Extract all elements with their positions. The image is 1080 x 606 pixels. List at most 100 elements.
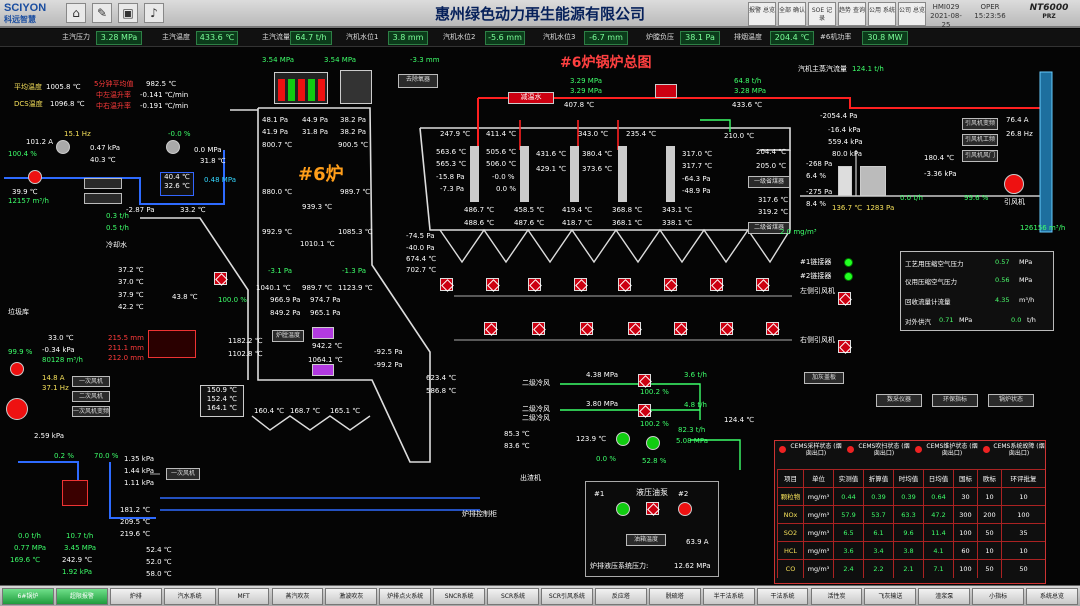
nav-button[interactable]: 干法系统: [756, 588, 809, 605]
conveyor-valve-6[interactable]: [720, 322, 733, 335]
feeder-valve[interactable]: [214, 272, 227, 285]
add-ash-btn[interactable]: 加灰盖板: [804, 372, 844, 384]
econ1-btn[interactable]: 一级省煤器: [748, 176, 790, 188]
conveyor-valve-3[interactable]: [580, 322, 593, 335]
furnace-view-btn[interactable]: 炉膛温度: [272, 330, 304, 342]
air-preheater[interactable]: [62, 480, 88, 506]
public-system-button[interactable]: 公用 系统: [868, 2, 896, 26]
ft-11: 992.9 ℃: [262, 228, 293, 236]
nav-button[interactable]: 炉排点火系统: [379, 588, 432, 605]
primary-fan-icon[interactable]: [28, 170, 42, 184]
nav-button[interactable]: 6#锅炉: [2, 588, 54, 605]
trend-button[interactable]: 趋势 查询: [838, 2, 866, 26]
nav-button[interactable]: 炉排: [109, 588, 162, 605]
hopper-valve-8[interactable]: [756, 278, 769, 291]
nav-button[interactable]: 脱硫塔: [648, 588, 701, 605]
boiler-status-btn[interactable]: 锅炉状态: [988, 394, 1034, 407]
conveyor-valve-5[interactable]: [674, 322, 687, 335]
hp-pump-icon[interactable]: [616, 432, 630, 446]
hopper-valve-7[interactable]: [710, 278, 723, 291]
nav-button[interactable]: 汽水系统: [163, 588, 216, 605]
conveyor-valve-7[interactable]: [766, 322, 779, 335]
tools-icon[interactable]: ✎: [92, 3, 112, 23]
nav-button[interactable]: SCR引风系统: [541, 588, 593, 605]
nav-button[interactable]: SCR系统: [487, 588, 539, 605]
data-acq-btn[interactable]: 数采仪器: [876, 394, 922, 407]
pusher-p20: 3.45 MPa: [64, 544, 97, 552]
conveyor-valve-2[interactable]: [532, 322, 545, 335]
pusher-btn-1[interactable]: [84, 178, 122, 189]
nav-button[interactable]: 反应塔: [594, 588, 647, 605]
hyd-valve-icon[interactable]: [646, 502, 659, 515]
air-a16: 0.3 t/h: [106, 212, 129, 220]
sciyon-logo: SCIYON 科远智慧: [4, 2, 60, 26]
nav-button[interactable]: MFT: [217, 588, 270, 605]
desuperheater-box[interactable]: 减温水: [508, 92, 554, 104]
oil-temp-btn[interactable]: 油箱温度: [626, 534, 666, 546]
nav-button[interactable]: 渣浆泵: [918, 588, 971, 605]
nav-button[interactable]: 活性炭: [810, 588, 863, 605]
cems-cell: CO: [777, 560, 803, 578]
hopper-valve-5[interactable]: [618, 278, 631, 291]
cems-cell: 6.1: [863, 524, 893, 542]
fan-motor-icon[interactable]: [56, 140, 70, 154]
hopper-valve-2[interactable]: [486, 278, 499, 291]
steam-drum[interactable]: [274, 72, 328, 104]
bag-filter[interactable]: [860, 166, 886, 196]
desup-valve-2[interactable]: [638, 404, 651, 417]
drum-water-btn[interactable]: 去除氧器: [398, 74, 438, 88]
motor-m-icon[interactable]: [6, 398, 28, 420]
cems-col-header: 项目: [777, 470, 803, 488]
fan-label: 引风机: [1004, 198, 1025, 206]
image-icon[interactable]: ▣: [118, 3, 138, 23]
nav-button[interactable]: 蒸汽吹灰: [271, 588, 324, 605]
damper-motor-icon[interactable]: [166, 140, 180, 154]
home-icon[interactable]: ⌂: [66, 3, 86, 23]
lfan-valve[interactable]: [838, 292, 851, 305]
desup-valve-1[interactable]: [638, 374, 651, 387]
nav-button[interactable]: 激波吹灰: [325, 588, 378, 605]
hopper-valve-3[interactable]: [528, 278, 541, 291]
bunker-fan-icon[interactable]: [10, 362, 24, 376]
air-a2: 100.4 %: [8, 150, 37, 158]
bunker-btn-3[interactable]: 一次风机变频: [72, 406, 110, 417]
nav-button[interactable]: 系统总览: [1026, 588, 1078, 605]
bell-icon[interactable]: ♪: [144, 3, 164, 23]
primary-air-btn[interactable]: 一次风机: [166, 468, 200, 480]
nav-button[interactable]: 超限报警: [55, 588, 108, 605]
hopper-valve-1[interactable]: [440, 278, 453, 291]
nav-button[interactable]: 飞灰输送: [864, 588, 917, 605]
reactor-tower[interactable]: [838, 166, 852, 196]
env-index-btn[interactable]: 环保指标: [932, 394, 978, 407]
alarm-overview-button[interactable]: 报警 总览: [748, 2, 776, 26]
induced-fan-icon[interactable]: [1004, 174, 1024, 194]
feeder-box[interactable]: [148, 330, 196, 358]
hp-pump-icon-2[interactable]: [646, 436, 660, 450]
fan-vfd-btn[interactable]: 引风机变频: [962, 118, 998, 130]
hopper-valve-4[interactable]: [574, 278, 587, 291]
hyd-pump-2-icon[interactable]: [678, 502, 692, 516]
bag-4: 6.4 %: [806, 172, 827, 180]
pusher-btn-2[interactable]: [84, 193, 122, 204]
nav-button[interactable]: 小指标: [972, 588, 1025, 605]
hyd-pump-1-icon[interactable]: [616, 502, 630, 516]
nav-button[interactable]: 半干法系统: [702, 588, 755, 605]
soe-button[interactable]: SOE 记录: [808, 2, 836, 26]
sh-r3-1: 506.0 ℃: [486, 160, 517, 168]
drum-level2-value: -5.6 mm: [485, 31, 525, 45]
econ2-btn[interactable]: 二级省煤器: [748, 222, 790, 234]
cems-head-3: CEMS系统故障 (烟囱出口): [993, 443, 1045, 457]
fan-damper-btn[interactable]: 引风机风门: [962, 150, 998, 162]
conveyor-valve-1[interactable]: [484, 322, 497, 335]
nav-button[interactable]: SNCR系统: [433, 588, 486, 605]
rfan-valve[interactable]: [838, 340, 851, 353]
main-steam-valve[interactable]: [655, 84, 677, 98]
ft-32: 1102.8 ℃: [228, 350, 263, 358]
company-overview-button[interactable]: 公司 总览: [898, 2, 926, 26]
fan-power-btn[interactable]: 引风机工频: [962, 134, 998, 146]
bunker-btn-2[interactable]: 二次风机: [72, 391, 110, 402]
conveyor-valve-4[interactable]: [628, 322, 641, 335]
bunker-btn-1[interactable]: 一次风机: [72, 376, 110, 387]
hopper-valve-6[interactable]: [664, 278, 677, 291]
confirm-all-button[interactable]: 全部 确认: [778, 2, 806, 26]
